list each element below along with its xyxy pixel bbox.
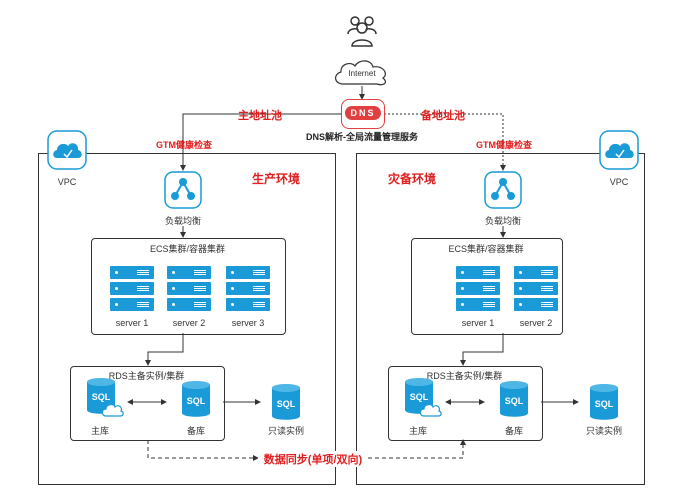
production-title: 生产环境 [252, 172, 301, 186]
vpc-cloud-icon [599, 130, 639, 170]
load-balancer-icon [164, 171, 202, 209]
backup-pool-label: 备地址池 [421, 110, 465, 122]
load-balancer-icon [484, 171, 522, 209]
disaster-master-label: 主库 [408, 426, 427, 436]
disaster-standby-label: 备库 [504, 426, 523, 436]
svg-text:SQL: SQL [505, 396, 524, 406]
sql-database-icon: SQL [405, 378, 442, 417]
disaster-server-1-label: server 1 [461, 318, 495, 328]
svg-text:SQL: SQL [187, 396, 206, 406]
svg-text:SQL: SQL [410, 392, 429, 402]
dns-icon: DNS [341, 99, 385, 129]
svg-text:SQL: SQL [595, 399, 614, 409]
production-readonly-label: 只读实例 [267, 426, 304, 436]
server-icon [167, 266, 211, 311]
production-server-1-label: server 1 [115, 318, 149, 328]
production-master-label: 主库 [90, 426, 109, 436]
disaster-title: 灾备环境 [388, 172, 437, 186]
production-server-3-label: server 3 [231, 318, 265, 328]
gtm-check-label-disaster: GTM健康检查 [476, 140, 532, 150]
svg-text:SQL: SQL [92, 392, 111, 402]
production-server-2-label: server 2 [172, 318, 206, 328]
primary-pool-label: 主地址池 [238, 110, 282, 122]
disaster-rds-label: RDS主备实例/集群 [426, 371, 503, 381]
vpc-label-disaster: VPC [609, 177, 629, 187]
vpc-label-production: VPC [57, 177, 77, 187]
production-lb-label: 负载均衡 [164, 216, 201, 226]
server-icon [514, 266, 558, 311]
sql-database-icon: SQL [272, 384, 300, 420]
internet-label: Internet [348, 69, 376, 78]
sql-database-icon: SQL [500, 381, 528, 417]
sql-database-icon: SQL [87, 378, 124, 417]
production-rds-label: RDS主备实例/集群 [108, 371, 185, 381]
disaster-readonly-label: 只读实例 [585, 426, 622, 436]
disaster-cluster-label: ECS集群/容器集群 [448, 244, 524, 254]
dns-label: DNS解析-全局流量管理服务 [306, 132, 418, 142]
dns-logo: DNS [345, 106, 381, 120]
users-icon [347, 16, 377, 47]
disaster-lb-label: 负载均衡 [484, 216, 521, 226]
cloud-icon [335, 60, 387, 86]
svg-text:SQL: SQL [277, 399, 296, 409]
server-icon [226, 266, 270, 311]
server-icon [110, 266, 154, 311]
disaster-server-2-label: server 2 [519, 318, 553, 328]
vpc-cloud-icon [47, 130, 87, 170]
production-cluster-label: ECS集群/容器集群 [149, 244, 225, 254]
data-sync-label: 数据同步(单项/双向) [258, 451, 368, 467]
gtm-check-label-production: GTM健康检查 [156, 140, 212, 150]
server-icon [456, 266, 500, 311]
production-standby-label: 备库 [186, 426, 205, 436]
sql-database-icon: SQL [182, 381, 210, 417]
sql-database-icon: SQL [590, 384, 618, 420]
